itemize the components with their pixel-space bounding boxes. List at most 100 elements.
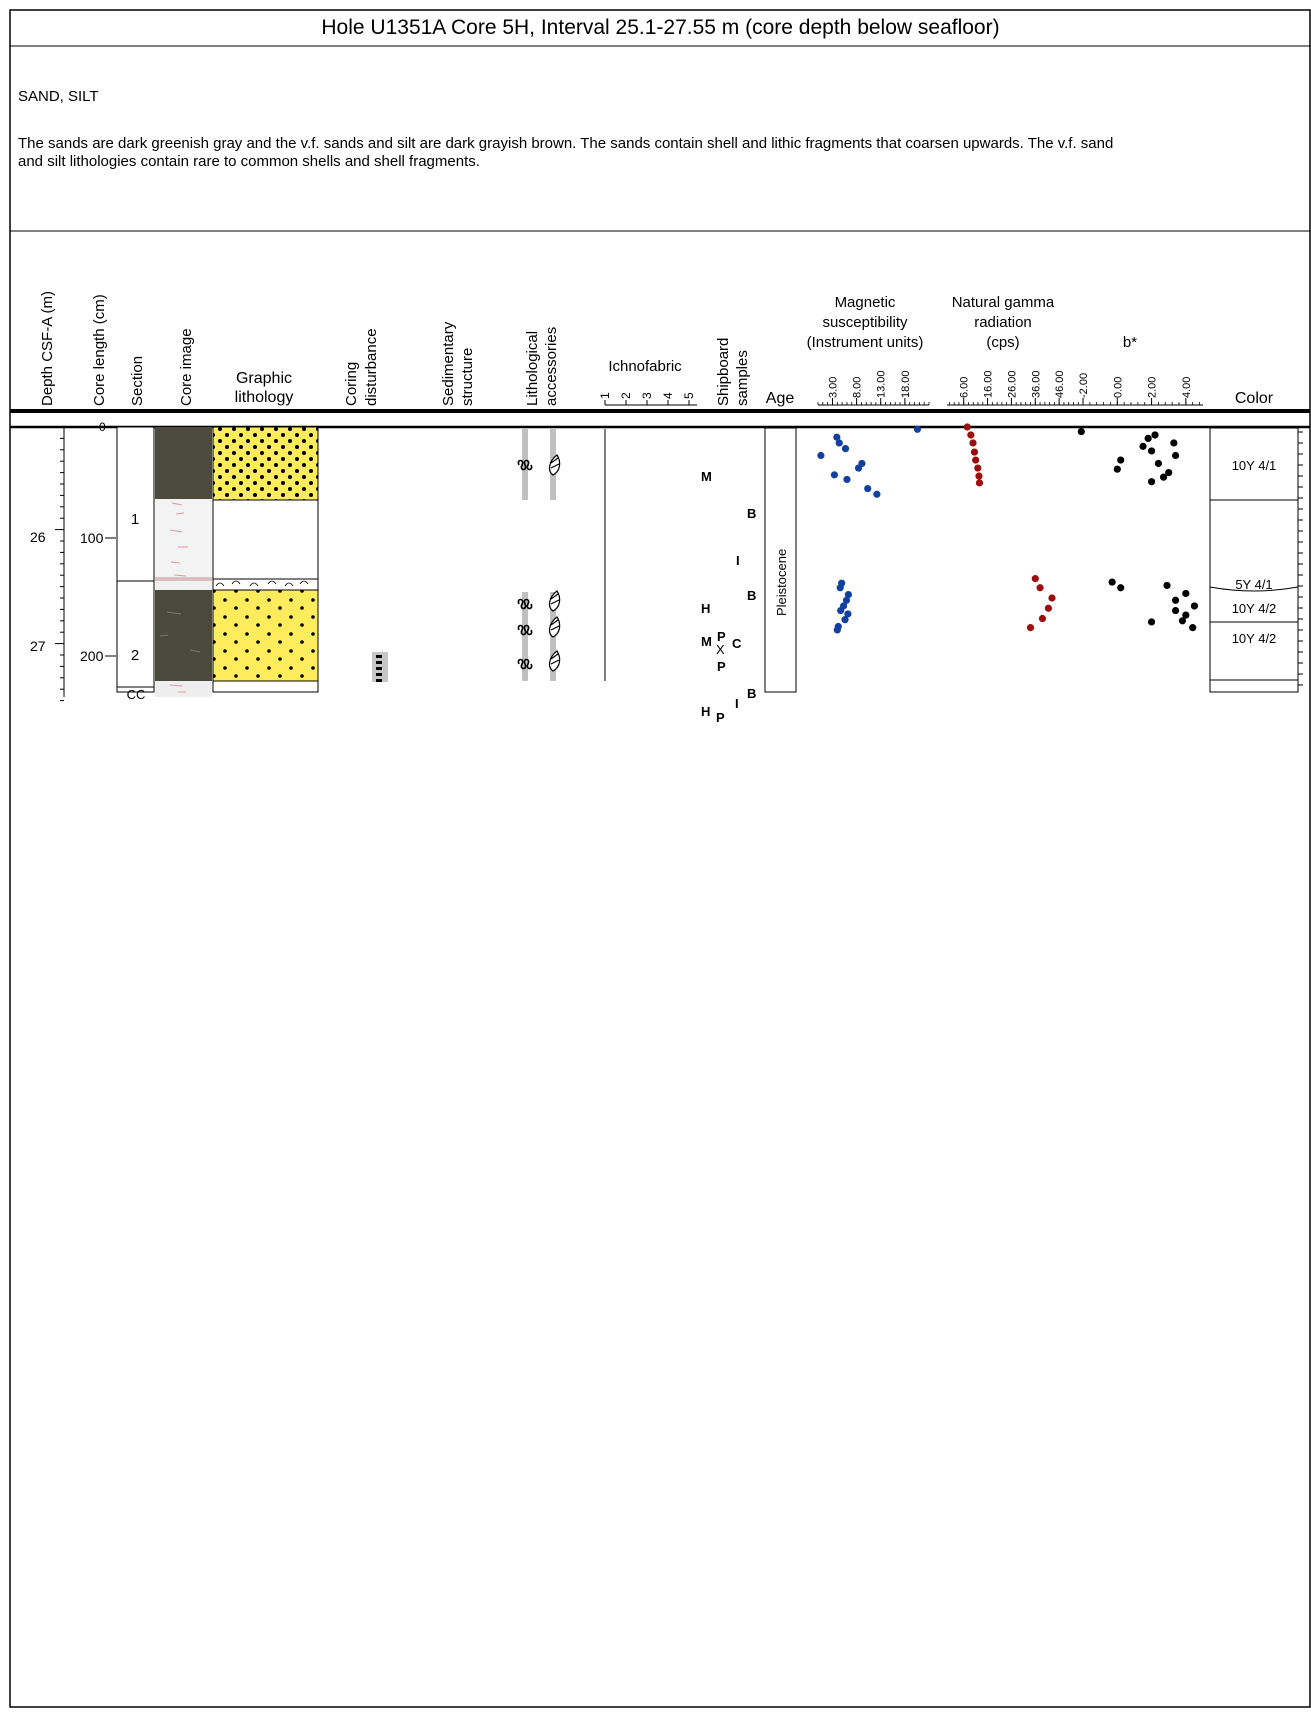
data-point: [1165, 469, 1173, 477]
data-point: [975, 472, 983, 480]
shell-icon: [548, 454, 561, 672]
data-point: [1178, 617, 1187, 625]
data-point: [974, 464, 982, 472]
header-color: Color: [1235, 390, 1274, 407]
header-coring-disturbance-2: disturbance: [363, 328, 380, 406]
data-point: [817, 451, 825, 460]
data-point: [864, 484, 872, 493]
length-label-100: 100: [80, 530, 104, 546]
gamma-plot: [963, 423, 1056, 632]
axis-tick-label: 16.00: [983, 370, 995, 398]
header-sedimentary-structure-1: Sedimentary: [440, 321, 457, 406]
axis-tick-label: 3.00: [827, 377, 839, 398]
axis-tick-label: 2.00: [1147, 377, 1159, 398]
data-point: [1163, 581, 1171, 590]
sample-code: P: [717, 659, 726, 674]
mag-sus-plot: [817, 425, 922, 634]
header-mag-sus-1: Magnetic: [835, 294, 896, 311]
column-headers: Depth CSF-A (m) Core length (cm) Section…: [39, 291, 1274, 407]
sample-code: B: [747, 686, 756, 701]
data-point: [1171, 596, 1180, 604]
data-point: [1144, 434, 1152, 442]
length-label-0: 0: [99, 420, 106, 434]
data-point: [913, 425, 922, 433]
data-point: [1171, 451, 1180, 460]
data-point: [972, 456, 980, 464]
axis-tick-label: 6.00: [959, 377, 971, 398]
sample-code: P: [717, 629, 726, 644]
data-point: [1117, 584, 1125, 592]
data-point: [975, 479, 984, 487]
data-point: [1189, 624, 1197, 632]
lithic-fragment-icon: [517, 459, 533, 670]
sample-code: X: [716, 642, 725, 657]
sample-code: H: [701, 601, 710, 616]
header-coring-disturbance-1: Coring: [343, 362, 360, 406]
header-gamma-2: radiation: [974, 314, 1032, 331]
data-point: [963, 423, 971, 431]
axis-tick-label: 18.00: [900, 370, 912, 398]
coring-disturbance-column: [372, 652, 388, 682]
data-point: [1026, 624, 1035, 632]
depth-label-27: 27: [30, 638, 46, 654]
sample-code: I: [735, 696, 739, 711]
core-length-axis: 0 100 200: [80, 420, 116, 664]
bstar-plot: [1077, 427, 1199, 632]
data-point: [854, 464, 863, 472]
data-point: [1077, 427, 1085, 436]
sample-code: P: [716, 710, 725, 725]
data-point: [1182, 589, 1190, 598]
data-point: [837, 606, 845, 615]
color-label: 5Y 4/1: [1235, 577, 1272, 592]
ichnofabric-tick-label: 1: [598, 392, 612, 399]
data-point: [1139, 442, 1147, 450]
ichnofabric-tick-label: 4: [661, 392, 675, 399]
data-point: [833, 626, 841, 634]
data-point: [835, 439, 843, 447]
data-point: [844, 590, 853, 599]
header-lithological-accessories-2: accessories: [543, 327, 560, 406]
data-point: [1031, 575, 1039, 583]
data-point: [844, 610, 852, 618]
header-depth: Depth CSF-A (m): [39, 291, 56, 406]
data-point: [1044, 604, 1053, 612]
data-point: [1171, 606, 1180, 615]
header-bottom-rule: [10, 409, 1310, 413]
graphic-lithology-column: [212, 426, 319, 693]
data-point: [1048, 594, 1056, 602]
ichnofabric-tick-label: 5: [682, 392, 696, 399]
color-label: 10Y 4/1: [1232, 458, 1277, 473]
data-point: [967, 431, 975, 439]
color-label: 10Y 4/2: [1232, 601, 1277, 616]
axis-tick-label: 4.00: [1181, 377, 1193, 398]
header-mag-sus-3: (Instrument units): [807, 334, 924, 351]
lithological-accessories-column: [517, 429, 561, 681]
core-image: [155, 427, 212, 697]
axis-tick-label: 13.00: [876, 370, 888, 398]
color-column: 10Y 4/1 5Y 4/1 10Y 4/2 10Y 4/2: [1209, 427, 1303, 693]
sample-code: C: [732, 636, 742, 651]
header-core-image: Core image: [178, 328, 195, 406]
header-shipboard-samples-1: Shipboard: [715, 338, 732, 406]
sample-code: B: [747, 588, 756, 603]
section-label-2: 2: [131, 647, 139, 664]
section-column: 1 2 CC: [116, 426, 155, 702]
header-gamma-3: (cps): [986, 334, 1019, 351]
data-point: [1159, 473, 1168, 481]
length-label-200: 200: [80, 648, 104, 664]
header-mag-sus-2: susceptibility: [822, 314, 908, 331]
data-point: [1038, 614, 1047, 623]
header-shipboard-samples-2: samples: [734, 350, 751, 406]
color-label: 10Y 4/2: [1232, 631, 1277, 646]
age-label: Pleistocene: [774, 549, 789, 616]
header-graphic-lithology-1: Graphic: [236, 370, 292, 387]
axis-tick-label: 36.00: [1030, 370, 1042, 398]
section-label-1: 1: [131, 511, 139, 528]
axis-tick-label: 26.00: [1006, 370, 1018, 398]
header-sedimentary-structure-2: structure: [459, 348, 476, 406]
data-point: [836, 584, 844, 592]
data-point: [833, 433, 841, 441]
axis-tick-label: 46.00: [1054, 370, 1066, 398]
